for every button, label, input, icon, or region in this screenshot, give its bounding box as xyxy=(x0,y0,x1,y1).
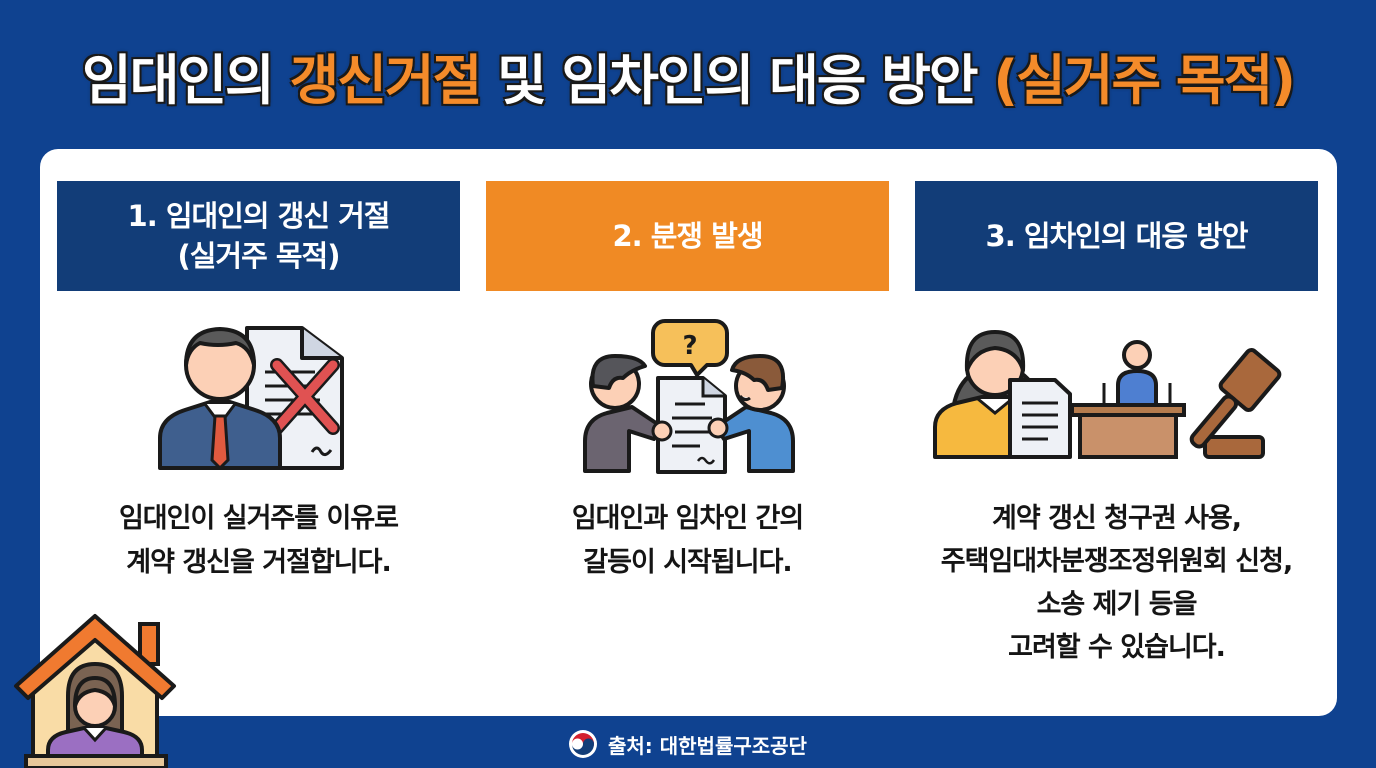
source-footer: 출처: 대한법률구조공단 xyxy=(568,726,807,762)
landlord-rejected-contract-icon xyxy=(155,320,355,474)
title-text: 임대인의 xyxy=(82,49,290,112)
step-3-description: 계약 갱신 청구권 사용, 주택임대차분쟁조정위원회 신청, 소송 제기 등을 … xyxy=(905,497,1328,669)
step-1-heading: 1. 임대인의 갱신 거절 (실거주 목적) xyxy=(57,181,460,291)
title-highlight-purpose: (실거주 목적) xyxy=(993,49,1296,112)
step-3-description-line2: 주택임대차분쟁조정위원회 신청, xyxy=(940,546,1293,577)
title-text: 및 임차인의 대응 방안 xyxy=(480,49,994,112)
source-label: 출처: 대한법률구조공단 xyxy=(608,733,807,758)
step-2-description-line2: 갈등이 시작됩니다. xyxy=(583,547,792,578)
step-1-description-line1: 임대인이 실거주를 이유로 xyxy=(118,503,399,534)
svg-text:?: ? xyxy=(682,331,697,361)
dispute-people-contract-question-icon: ? xyxy=(580,316,800,480)
step-1-description-line2: 계약 갱신을 거절합니다. xyxy=(126,547,391,578)
step-3-heading: 3. 임차인의 대응 방안 xyxy=(915,181,1318,291)
step-1-heading-line2: (실거주 목적) xyxy=(177,239,340,273)
step-2-heading: 2. 분쟁 발생 xyxy=(486,181,889,291)
step-2-description-line1: 임대인과 임차인 간의 xyxy=(571,503,804,534)
page-title: 임대인의 갱신거절 및 임차인의 대응 방안 (실거주 목적) xyxy=(0,36,1376,115)
step-1-description: 임대인이 실거주를 이유로 계약 갱신을 거절합니다. xyxy=(57,497,460,585)
mediation-podium-icon xyxy=(1070,340,1186,459)
tenant-with-document-icon xyxy=(933,330,1072,459)
step-3-description-line4: 고려할 수 있습니다. xyxy=(1008,632,1226,663)
korea-government-emblem-icon xyxy=(569,730,597,758)
tenant-mediation-court-gavel-icon xyxy=(930,325,1315,464)
step-3-description-line3: 소송 제기 등을 xyxy=(1036,589,1198,620)
title-highlight-renewal-refusal: 갱신거절 xyxy=(289,49,483,112)
step-1-heading-line1: 1. 임대인의 갱신 거절 xyxy=(127,199,391,233)
step-2-description: 임대인과 임차인 간의 갈등이 시작됩니다. xyxy=(486,497,889,585)
house-with-woman-icon xyxy=(8,606,183,768)
step-2-heading-line1: 2. 분쟁 발생 xyxy=(612,219,763,253)
step-3-heading-line1: 3. 임차인의 대응 방안 xyxy=(985,219,1249,253)
step-3-description-line1: 계약 갱신 청구권 사용, xyxy=(991,503,1242,534)
gavel-icon xyxy=(1189,348,1282,459)
